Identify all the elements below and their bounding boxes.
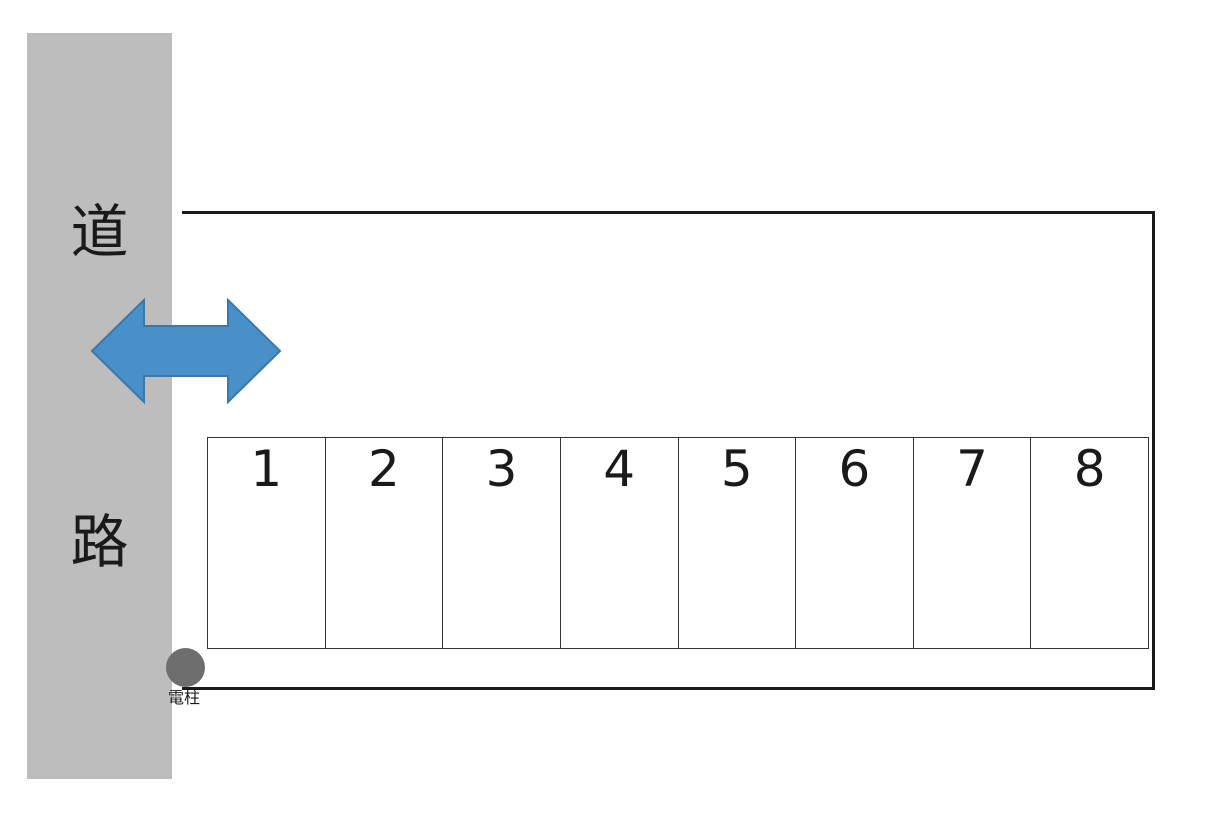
parking-spaces: 1 2 3 4 5 6 7 8 — [207, 437, 1149, 649]
double-arrow-icon — [90, 298, 282, 404]
space-number: 6 — [838, 440, 871, 498]
parking-space-1[interactable]: 1 — [208, 438, 326, 648]
space-number: 1 — [250, 440, 283, 498]
utility-pole-label: 電柱 — [168, 688, 201, 707]
space-number: 7 — [956, 440, 988, 498]
parking-space-7[interactable]: 7 — [914, 438, 1032, 648]
space-number: 2 — [368, 440, 400, 498]
parking-space-2[interactable]: 2 — [326, 438, 444, 648]
space-number: 4 — [603, 440, 636, 498]
utility-pole-icon — [166, 648, 205, 687]
road: 道 路 — [27, 33, 172, 779]
parking-space-5[interactable]: 5 — [679, 438, 797, 648]
road-label-bottom: 路 — [70, 508, 129, 576]
space-number: 3 — [485, 440, 518, 498]
parking-space-3[interactable]: 3 — [443, 438, 561, 648]
road-label-top: 道 — [70, 198, 129, 266]
parking-lot-outline — [182, 211, 1155, 690]
space-number: 8 — [1073, 440, 1106, 498]
parking-space-8[interactable]: 8 — [1031, 438, 1148, 648]
parking-space-4[interactable]: 4 — [561, 438, 679, 648]
space-number: 5 — [720, 440, 753, 498]
parking-space-6[interactable]: 6 — [796, 438, 914, 648]
